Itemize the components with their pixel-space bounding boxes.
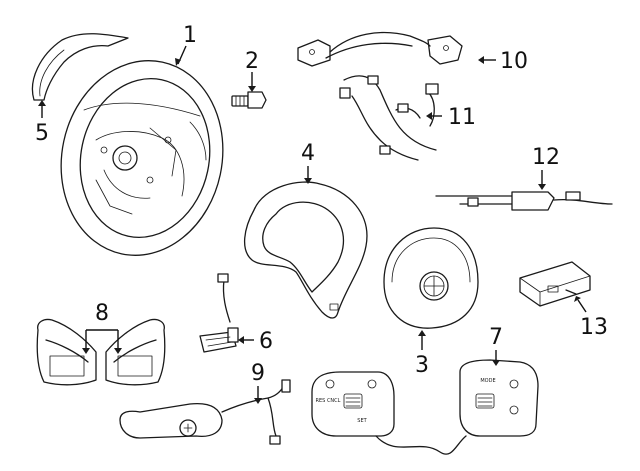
callout-5: 5 xyxy=(35,100,49,146)
part-4-switch-bezel xyxy=(244,181,368,319)
callout-11: 11 xyxy=(426,105,476,130)
callout-label-3: 3 xyxy=(415,353,429,378)
res-canc-label: RES CNCL xyxy=(316,398,341,404)
callout-10: 10 xyxy=(478,49,528,74)
callout-6: 6 xyxy=(238,329,273,354)
part-6-connector xyxy=(199,273,239,353)
part-5-trim-cover xyxy=(31,33,129,101)
part-9-switch-harness xyxy=(119,379,291,445)
part-7-steering-switches: RES CNCL SET MODE xyxy=(311,359,539,455)
callout-4: 4 xyxy=(301,141,315,184)
callout-label-5: 5 xyxy=(35,121,49,146)
callout-3: 3 xyxy=(415,330,429,378)
callout-1: 1 xyxy=(175,23,197,66)
callout-label-11: 11 xyxy=(448,105,476,130)
callout-label-12: 12 xyxy=(532,145,560,170)
part-11-wiring-harness xyxy=(339,75,439,161)
callout-label-7: 7 xyxy=(489,325,503,350)
part-8-paddle-shifters xyxy=(36,318,166,386)
part-12-cable xyxy=(435,191,613,211)
callout-label-13: 13 xyxy=(580,315,608,340)
part-13-control-module xyxy=(519,261,591,307)
callout-9: 9 xyxy=(251,361,265,404)
part-1-steering-wheel xyxy=(60,60,224,256)
part-10-wiring-harness xyxy=(297,31,463,67)
set-label: SET xyxy=(357,418,367,424)
callout-label-6: 6 xyxy=(259,329,273,354)
callout-12: 12 xyxy=(532,145,560,190)
part-2-bolt xyxy=(231,91,267,109)
part-3-airbag xyxy=(383,227,479,329)
callout-7: 7 xyxy=(489,325,503,366)
callout-label-4: 4 xyxy=(301,141,315,166)
callout-8: 8 xyxy=(82,301,122,354)
callout-label-10: 10 xyxy=(500,49,528,74)
callout-label-8: 8 xyxy=(95,301,109,326)
mode-label: MODE xyxy=(480,378,495,384)
callout-label-9: 9 xyxy=(251,361,265,386)
callout-13: 13 xyxy=(574,296,608,340)
callout-2: 2 xyxy=(245,49,259,92)
callout-label-2: 2 xyxy=(245,49,259,74)
callout-label-1: 1 xyxy=(183,23,197,48)
